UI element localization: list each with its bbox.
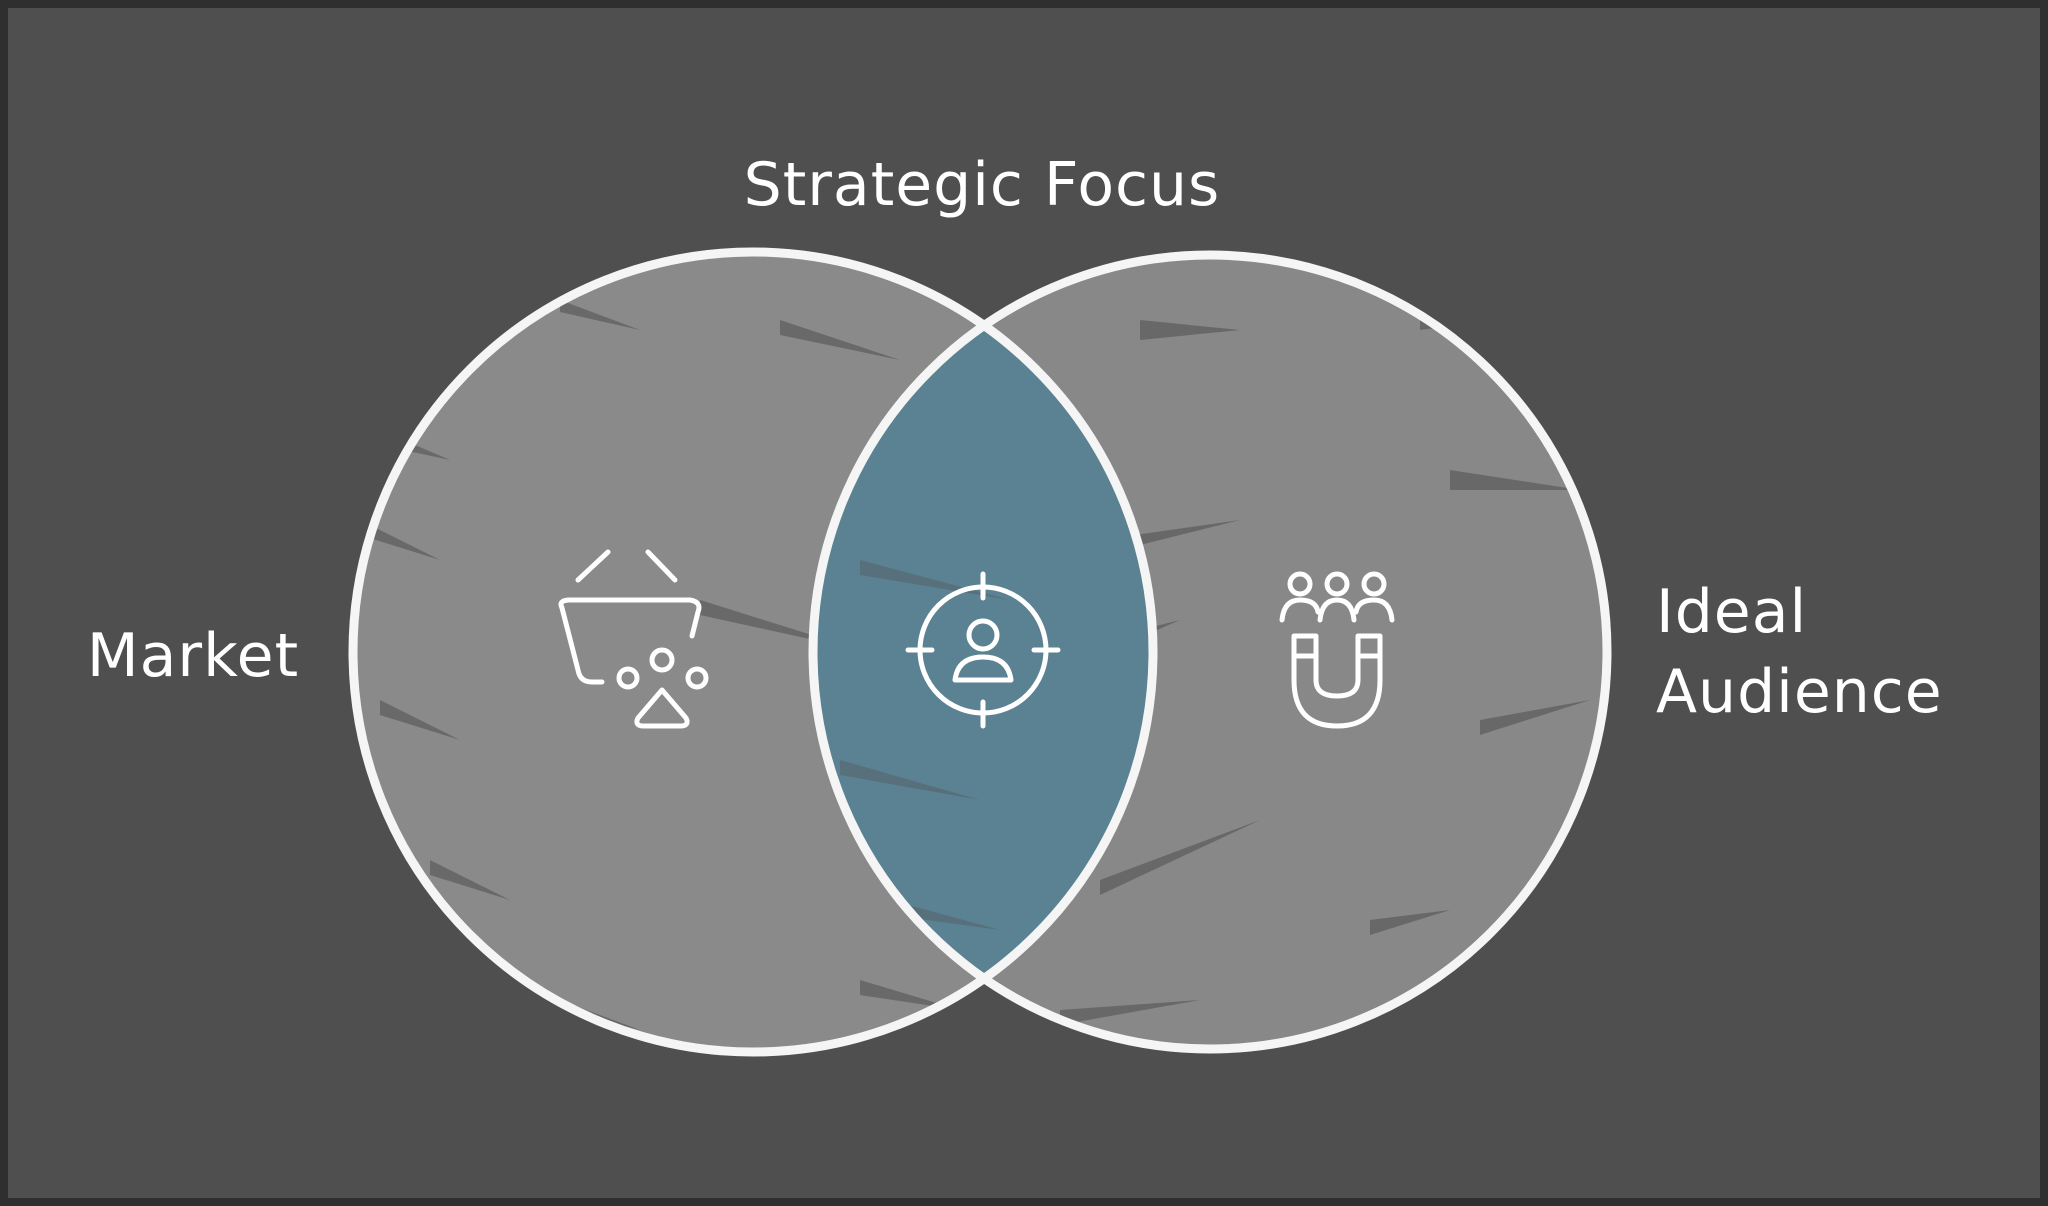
intersection-fill	[813, 255, 1153, 1049]
ideal-audience-label-line2: Audience	[1656, 657, 1943, 727]
magnet-audience-icon	[1279, 571, 1395, 729]
market-label: Market	[87, 621, 299, 691]
ideal-audience-label-line1: Ideal	[1656, 577, 1807, 647]
shopping-basket-icon	[558, 549, 709, 729]
market-circle-outline	[348, 247, 1158, 1057]
target-user-icon	[905, 571, 1061, 729]
diagram-title: Strategic Focus	[744, 150, 1221, 220]
ideal-audience-circle-outline	[808, 250, 1612, 1054]
circle-outlines	[348, 247, 1612, 1057]
